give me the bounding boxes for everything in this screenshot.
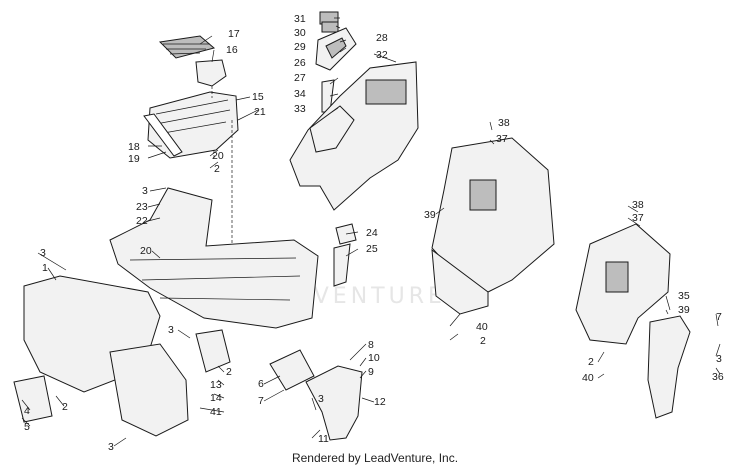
callout-3-rear: 3 (716, 353, 722, 365)
callout-14: 14 (210, 392, 222, 404)
callout-16: 16 (226, 44, 238, 56)
render-credit: Rendered by LeadVenture, Inc. (291, 451, 459, 465)
front-fender-upper[interactable] (431, 137, 555, 315)
callout-28: 28 (376, 32, 388, 44)
callout-3-panel: 3 (40, 247, 46, 259)
floor-panel[interactable] (109, 187, 357, 329)
callout-19: 19 (128, 153, 140, 165)
callout-26: 26 (294, 57, 306, 69)
callout-9: 9 (368, 366, 374, 378)
bracket-6[interactable] (269, 349, 315, 391)
callout-labels: 17 16 15 21 18 19 20 2 31 30 29 28 26 32… (24, 13, 724, 453)
callout-18: 18 (128, 141, 140, 153)
mud-flap-assembly[interactable] (269, 349, 363, 441)
callout-8: 8 (368, 339, 374, 351)
fender-flap[interactable] (431, 248, 489, 315)
callout-3-bottom: 3 (108, 441, 114, 453)
callout-21: 21 (254, 106, 266, 118)
front-panel[interactable] (13, 275, 231, 437)
callout-10: 10 (368, 352, 380, 364)
leader-lines (21, 17, 721, 447)
storage-net-17[interactable] (158, 35, 216, 59)
callout-22: 22 (136, 215, 148, 227)
callout-33: 33 (294, 103, 306, 115)
bracket-25[interactable] (333, 243, 351, 287)
rear-vent (605, 261, 629, 293)
callout-29: 29 (294, 41, 306, 53)
mud-flap-11[interactable] (305, 365, 363, 441)
callout-38-upper: 38 (498, 117, 510, 129)
callout-30: 30 (294, 27, 306, 39)
fender-vent (469, 179, 497, 211)
callout-3-floor: 3 (142, 185, 148, 197)
callout-6: 6 (258, 378, 264, 390)
callout-40-upper: 40 (476, 321, 488, 333)
callout-2-plate: 2 (62, 401, 68, 413)
callout-31: 31 (294, 13, 306, 25)
callout-15: 15 (252, 91, 264, 103)
callout-39-upper: 39 (424, 209, 436, 221)
callout-39-rear: 39 (678, 304, 690, 316)
callout-40-rear: 40 (582, 372, 594, 384)
rear-fender[interactable] (575, 223, 691, 419)
callout-23: 23 (136, 201, 148, 213)
callout-20-upper: 20 (212, 150, 224, 162)
callout-2-duct: 2 (226, 366, 232, 378)
callout-24: 24 (366, 227, 378, 239)
callout-37-rear: 37 (632, 212, 644, 224)
callout-5: 5 (24, 421, 30, 433)
callout-20-floor: 20 (140, 245, 152, 257)
callout-2-fender: 2 (480, 335, 486, 347)
callout-38-rear: 38 (632, 199, 644, 211)
callout-1: 1 (42, 262, 48, 274)
callout-41: 41 (210, 406, 222, 418)
callout-4: 4 (24, 405, 30, 417)
callout-32: 32 (376, 49, 388, 61)
callout-7-flap: 7 (258, 395, 264, 407)
callout-35: 35 (678, 290, 690, 302)
callout-25: 25 (366, 243, 378, 255)
switch-30[interactable] (321, 21, 339, 33)
mud-guard-35[interactable] (647, 315, 691, 419)
floor-pan-22[interactable] (109, 187, 319, 329)
cup-holder-16[interactable] (195, 59, 227, 87)
callout-7-rear: 7 (716, 311, 722, 323)
callout-3-flap: 3 (318, 393, 324, 405)
callout-17: 17 (228, 28, 240, 40)
decal-panel (365, 79, 407, 105)
callout-2-upper: 2 (214, 163, 220, 175)
rear-storage-console[interactable] (143, 35, 239, 320)
bracket-13[interactable] (195, 329, 231, 373)
fender-37[interactable] (431, 137, 555, 293)
callout-11: 11 (318, 433, 329, 445)
storage-handle-18[interactable] (143, 113, 183, 157)
callout-27: 27 (294, 72, 306, 84)
center-console[interactable] (289, 11, 419, 211)
callout-12: 12 (374, 396, 386, 408)
callout-13: 13 (210, 379, 222, 391)
callout-37-upper: 37 (496, 133, 508, 145)
callout-34: 34 (294, 88, 306, 100)
duct-14[interactable] (109, 343, 189, 437)
callout-36: 36 (712, 371, 724, 383)
callout-2-rear: 2 (588, 356, 594, 368)
plate-4[interactable] (13, 375, 53, 423)
callout-3-duct: 3 (168, 324, 174, 336)
